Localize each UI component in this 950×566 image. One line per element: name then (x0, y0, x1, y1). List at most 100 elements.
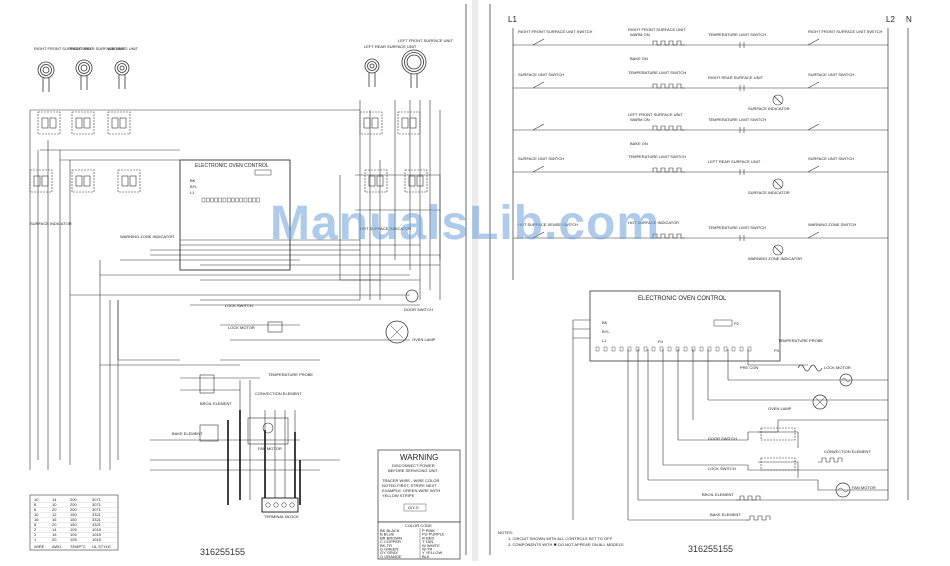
wire-table-cell: 3321 (92, 517, 102, 522)
r-label-bake-element: BAKE ELEMENT (710, 512, 741, 517)
burner-label-rf: RIGHT FRONT SURFACE UNIT (34, 46, 92, 51)
wiring-diagram: ELECTRONIC OVEN CONTROL BK BYL L1 LOCK S… (29, 4, 467, 560)
color-code-entry: P PINK (422, 528, 435, 533)
unit-tag: WARM ON (630, 32, 650, 37)
terminal-bk: BK (190, 178, 196, 183)
label-convection-element: CONVECTION ELEMENT (255, 391, 302, 396)
rung-label: RIGHT REAR SURFACE UNIT (708, 75, 764, 80)
surface-element-icon (401, 49, 427, 75)
wire-table-cell: 8 (34, 502, 37, 507)
wire-table-cell: 16 (34, 517, 39, 522)
sheet-divider (472, 0, 478, 561)
terminal-screw (281, 502, 287, 508)
controller-pin (627, 346, 632, 352)
terminal-screw (273, 502, 279, 508)
color-code-entry: C COPPER (380, 539, 401, 544)
wire-table-header: AWG (52, 544, 61, 549)
rung-label: TEMPERATURE LIMIT SWITCH (708, 225, 766, 230)
p-tag: P4 (658, 339, 664, 344)
color-code-entry: W WHITE (422, 543, 440, 548)
switch-box (107, 111, 131, 135)
wire-table-cell: 16 (52, 517, 57, 522)
tracer-line: NOTED FIRST, STRIPE NEXT (382, 483, 437, 488)
controller-pin (707, 346, 712, 352)
switch-box (359, 111, 383, 135)
r-label-lock-motor: LOCK MOTOR (824, 365, 851, 370)
wire-table-cell: 14 (52, 527, 57, 532)
r-terminal-bk: BK (602, 320, 608, 325)
r-label-lock-switch: LOCK SWITCH (708, 466, 736, 471)
color-code-entry: BR BROWN (380, 535, 402, 540)
wire-table-cell: 200 (70, 497, 77, 502)
controller-pin (659, 346, 664, 352)
color-code-entry: T TAN (422, 539, 433, 544)
wire-table-cell: 12 (52, 512, 57, 517)
color-code-entry: BLK (422, 554, 430, 559)
controller-pin (214, 197, 218, 203)
wire-table-cell: 3071 (92, 507, 102, 512)
label-warning-zone-indicator: WARNING ZONE INDICATOR (120, 234, 174, 239)
controller-pin (635, 346, 640, 352)
wire-table-cell: 3321 (92, 522, 102, 527)
rung-label: SURFACE UNIT SWITCH (518, 156, 564, 161)
wire-table-cell: 10 (34, 512, 39, 517)
color-code-entry: Y YELLOW (422, 550, 443, 555)
warning-line: DISCONNECT POWER (392, 463, 435, 468)
label-lock-motor: LOCK MOTOR (228, 325, 255, 330)
wire-table-cell: 105 (70, 537, 77, 542)
wire-table-cell: 10 (52, 502, 57, 507)
wire-table-cell: 1015 (92, 532, 102, 537)
r-doc-number: 316255155 (688, 544, 733, 554)
warning-line: BEFORE SERVICING UNIT. (388, 468, 439, 473)
wire-table-cell: 150 (70, 522, 77, 527)
label-temp-probe: TEMPERATURE PROBE (268, 372, 313, 377)
controller-pin (222, 197, 227, 203)
indicator-lamp-icon (772, 178, 784, 190)
burner-label-warm: WARMING UNIT (108, 46, 139, 51)
p-tag: P3 (774, 348, 780, 353)
controller-pin (731, 346, 736, 352)
wire-table-cell: 3321 (92, 512, 102, 517)
rung-label: WARNING ZONE INDICATOR (748, 256, 802, 261)
surface-element-icon (75, 59, 93, 77)
terminal-screw (289, 502, 295, 508)
warning-box: WARNING DISCONNECT POWER BEFORE SERVICIN… (377, 449, 461, 523)
rung-label: LEFT REAR SURFACE UNIT (708, 159, 761, 164)
controller-pin (252, 197, 256, 203)
rung-label: SURFACE INDICATOR (748, 106, 790, 111)
controller-pin (611, 346, 616, 352)
rung-label: RIGHT FRONT SURFACE UNIT SWITCH (808, 29, 883, 34)
controller-pin (239, 197, 244, 203)
wire-table-cell: 1 (34, 537, 37, 542)
switch-box (404, 169, 428, 193)
notes-title: NOTES: (498, 530, 513, 535)
color-code-entry: BK BLACK (380, 528, 400, 533)
color-code-entry: R RED (422, 535, 435, 540)
rung-label: TEMPERATURE LIMIT SWITCH (628, 70, 686, 75)
color-code-entry: BK-TR (380, 543, 392, 548)
label-surface-indicator: SURFACE INDICATOR (30, 221, 72, 226)
switch-box (117, 169, 141, 193)
r-label-temp-probe: TEMPERATURE PROBE (778, 338, 823, 343)
r-label-convection-element: CONVECTION ELEMENT (824, 449, 871, 454)
unit-tag: WARM ON (630, 117, 650, 122)
heating-element (652, 40, 685, 46)
unit-tag: BAKE ON (630, 141, 648, 146)
wire-table-cell: 150 (70, 517, 77, 522)
surface-element-icon (114, 60, 130, 76)
note-line: 2. COMPONENTS WITH ✱ DO NOT APPEAR ON AL… (508, 542, 624, 547)
switch-box (71, 169, 95, 193)
switch-box (397, 111, 421, 135)
controller-pin (243, 197, 248, 203)
controller-pin (226, 197, 231, 203)
controller-pin (691, 346, 696, 352)
rung-label: RIGHT FRONT SURFACE UNIT (628, 27, 686, 32)
heating-element (652, 125, 685, 131)
r-label-broil-element: BROIL ELEMENT (702, 492, 734, 497)
controller-pin (603, 346, 608, 352)
controller-pin (256, 197, 260, 203)
rung-label: RIGHT FRONT SURFACE UNIT SWITCH (518, 29, 593, 34)
